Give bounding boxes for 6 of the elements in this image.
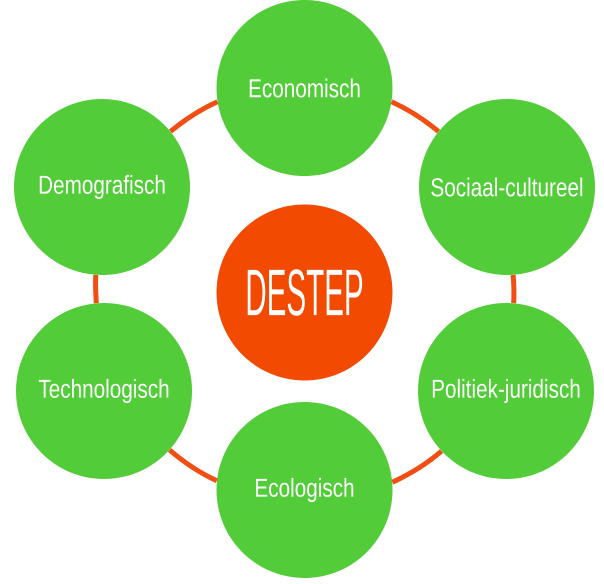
ring-connector bbox=[93, 274, 99, 304]
ring-connector bbox=[168, 100, 218, 134]
ring-connector bbox=[510, 274, 516, 304]
ring-connector bbox=[390, 100, 440, 134]
ring-connector bbox=[391, 449, 444, 485]
ring-connector bbox=[168, 448, 218, 484]
